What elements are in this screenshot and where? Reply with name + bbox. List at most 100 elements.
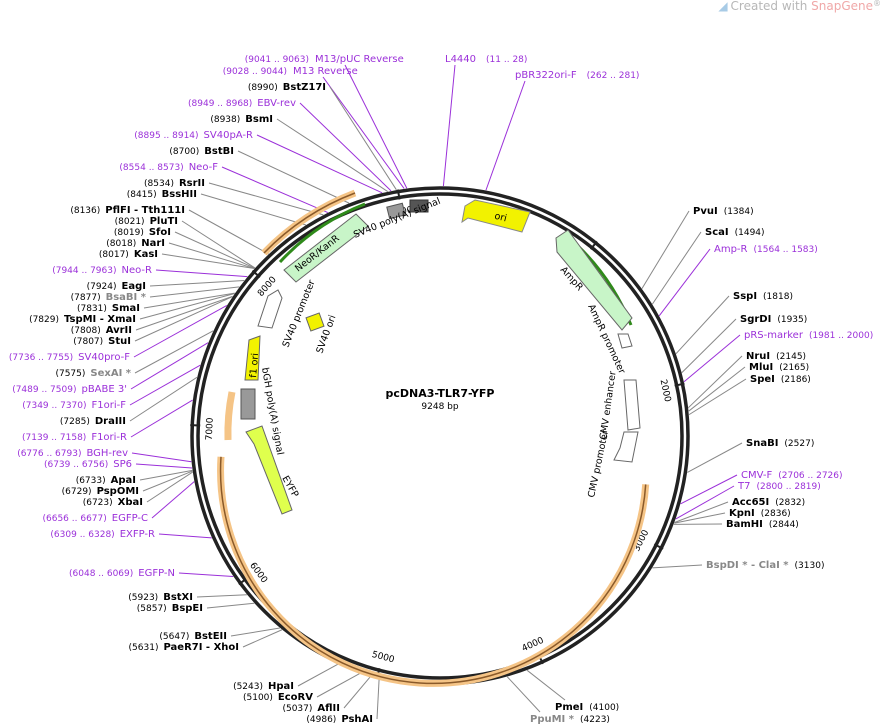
site-position: (7575) [55, 369, 85, 379]
site-position: (7829) [29, 315, 59, 325]
site-label-bspei: BspEI [172, 603, 203, 614]
tick-mark [238, 577, 248, 586]
leader-line [687, 442, 743, 473]
bgh-polya-feature [240, 388, 256, 420]
leader-line [316, 672, 361, 698]
site-label-sgrdi: SgrDI [740, 314, 771, 325]
site-label-pflfi-tth111i: PflFI - Tth111I [105, 205, 185, 216]
site-label-pluti: PluTI [150, 216, 178, 227]
site-label-egfp-n: EGFP-N [138, 568, 175, 579]
site-position: (7736 .. 7755) [9, 353, 73, 363]
leader-line [178, 572, 234, 577]
leader-line [652, 564, 703, 569]
watermark-brand: SnapGene [811, 0, 873, 13]
site-label-scai: ScaI [705, 227, 729, 238]
sv40-ori-feature [305, 312, 325, 332]
site-position: (7924) [87, 282, 117, 292]
leader-line [161, 253, 255, 269]
site-position: (7877) [71, 293, 101, 303]
primer-position: (262 .. 281) [587, 71, 640, 81]
site-label-bsabi-: BsaBI * [106, 292, 147, 303]
ampr-promoter-feature [617, 333, 633, 349]
site-position: (2145) [776, 352, 806, 362]
site-position: (2800 .. 2819) [756, 482, 820, 492]
site-position: (1564 .. 1583) [754, 245, 818, 255]
site-position: (6733) [76, 476, 106, 486]
leader-line [134, 296, 233, 342]
orange-arc-small [224, 391, 236, 441]
site-position: (7285) [60, 417, 90, 427]
site-position: (8534) [144, 179, 174, 189]
cmv-enhancer-feature [623, 379, 641, 431]
leader-line [139, 292, 235, 320]
sv40-promoter-feature [257, 289, 283, 329]
site-label-pspomi: PspOMI [97, 486, 139, 497]
site-position: (1935) [777, 315, 807, 325]
site-label-pshai: PshAI [341, 714, 373, 725]
leader-line [688, 378, 747, 416]
site-position: (1981 .. 2000) [809, 331, 873, 341]
leader-line [329, 86, 397, 191]
site-label-mlui: MluI [749, 362, 773, 373]
site-label-eagi: EagI [122, 281, 146, 292]
site-position: (7831) [77, 304, 107, 314]
leader-line [221, 166, 329, 214]
site-position: (2836) [761, 509, 791, 519]
ori-label: ori [493, 211, 508, 225]
backbone-inner-strand [196, 192, 684, 680]
site-label-bgh-rev: BGH-rev [86, 448, 128, 459]
site-position: (7944 .. 7963) [52, 266, 116, 276]
site-label-bsshii: BssHII [162, 189, 197, 200]
f1-ori-label: f1 ori [248, 353, 261, 379]
site-position: (4986) [306, 715, 336, 725]
plasmid-size: 9248 bp [421, 402, 458, 412]
leader-line [322, 76, 405, 189]
site-label-exfp-r: EXFP-R [120, 529, 155, 540]
site-position: (4100) [589, 703, 619, 713]
leader-line [181, 220, 256, 269]
ampr-feature [555, 229, 633, 331]
site-label-neo-f: Neo-F [189, 162, 219, 173]
leader-line [688, 366, 746, 412]
site-label-sexai-: SexAI * [90, 368, 131, 379]
site-position: (6776 .. 6793) [17, 449, 81, 459]
sv40-polya-block [409, 199, 429, 213]
site-position: (6729) [62, 487, 92, 497]
backbone-outer-strand [190, 186, 690, 686]
tick-label: 5000 [371, 650, 396, 666]
leader-line [485, 80, 526, 191]
neo-arc [278, 202, 366, 264]
leader-line [641, 210, 690, 289]
site-label-sv40pa-r: SV40pA-R [204, 130, 253, 141]
leader-line [200, 193, 307, 226]
leader-line [142, 470, 193, 492]
site-label-prs-marker: pRS-marker [744, 330, 804, 341]
leader-line [129, 364, 201, 406]
site-label-kasi: KasI [134, 249, 158, 260]
leader-line [299, 102, 392, 192]
site-label-bstxi: BstXI [163, 592, 193, 603]
site-position: (1384) [724, 207, 754, 217]
site-label-acc65i: Acc65I [732, 497, 769, 508]
leader-line [242, 629, 283, 648]
ori-feature [461, 199, 531, 233]
leader-line [658, 248, 711, 317]
site-label-stui: StuI [108, 336, 131, 347]
site-label-xbai: XbaI [118, 497, 143, 508]
site-label-paer7i-xhoi: PaeR7I - XhoI [163, 642, 239, 653]
site-position: (8895 .. 8914) [134, 131, 198, 141]
leader-line [376, 678, 380, 720]
site-position: (1494) [735, 228, 765, 238]
leader-line [442, 64, 456, 187]
site-label-tspmi-xmai: TspMI - XmaI [64, 314, 136, 325]
site-position: (8415) [127, 190, 157, 200]
leader-line [135, 463, 193, 469]
site-position: (8554 .. 8573) [119, 163, 183, 173]
site-position: (8136) [70, 206, 100, 216]
site-label-ebv-rev: EBV-rev [257, 98, 296, 109]
leader-line [680, 474, 738, 505]
site-label-spei: SpeI [750, 374, 775, 385]
site-label-avrii: AvrII [106, 325, 132, 336]
site-position: (2706 .. 2726) [778, 471, 842, 481]
site-label-nrui: NruI [746, 351, 770, 362]
